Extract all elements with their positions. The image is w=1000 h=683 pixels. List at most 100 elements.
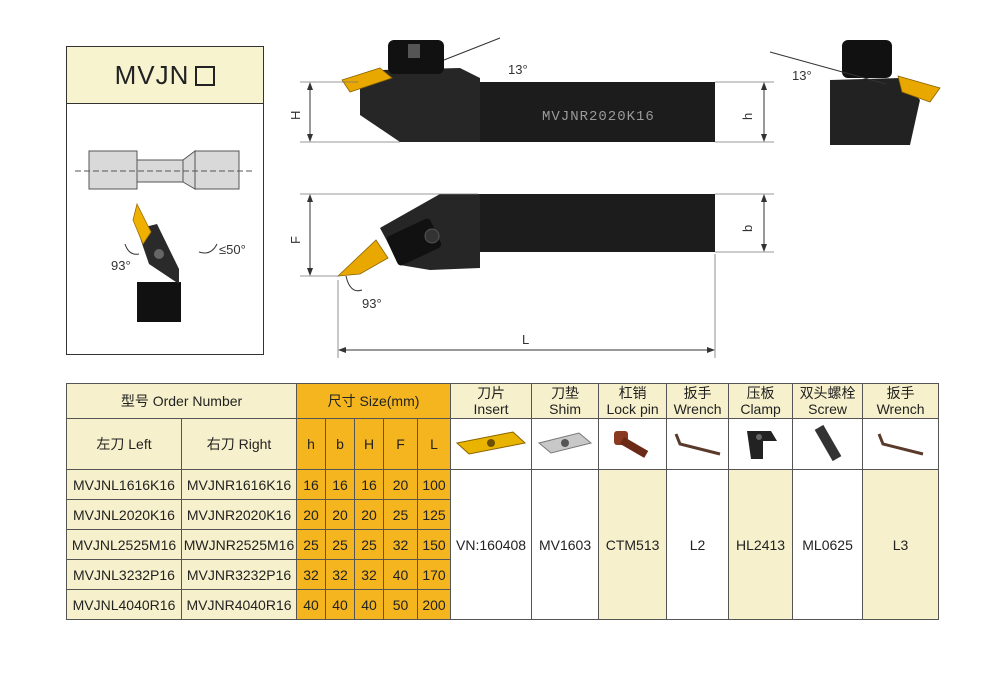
engraved-model-code: MVJNR2020K16: [542, 109, 655, 125]
wrench-icon: [877, 432, 923, 455]
L-cell: 150: [417, 529, 452, 560]
dim-h-arrow-top: [761, 82, 767, 90]
order-number-header: 型号 Order Number: [65, 383, 298, 419]
end-view: 13°: [769, 40, 941, 145]
dim-H-arrow-bottom: [307, 134, 313, 142]
angle-93-label-main: 93°: [362, 296, 382, 311]
H-cell: 25: [354, 529, 385, 560]
clamp-icon: [746, 430, 777, 459]
dim-b-arrow-bottom: [761, 244, 767, 252]
shim-value: MV1603: [531, 469, 600, 620]
b-cell: 20: [325, 499, 356, 530]
F-cell: 20: [383, 469, 419, 500]
side-view: MVJNR2020K16 13° H h: [288, 37, 774, 143]
left-model-cell: MVJNL4040R16: [66, 589, 182, 620]
dim-H-label: H: [288, 111, 303, 120]
screw-icon: [814, 424, 841, 461]
left-model-cell: MVJNL1616K16: [66, 469, 182, 500]
shim-icon: [537, 431, 593, 454]
angle-arc-50: [198, 243, 218, 254]
shim-image-cell: [531, 418, 600, 470]
accessory-en: Insert: [473, 401, 509, 417]
size-header: 尺寸 Size(mm): [296, 383, 452, 419]
tool-drawing: MVJNR2020K16 13° H h 13°: [288, 37, 941, 358]
accessory-cn: 刀片: [477, 385, 506, 401]
angle-93-arc: [345, 275, 363, 292]
dim-F-arrow-top: [307, 194, 313, 202]
dim-H-arrow-top: [307, 82, 313, 90]
col-F-header: F: [383, 418, 419, 470]
h-cell: 25: [296, 529, 327, 560]
left-model-cell: MVJNL2020K16: [66, 499, 182, 530]
wrench-2-image-cell: [862, 418, 940, 470]
L-cell: 125: [417, 499, 452, 530]
right-model-cell: MWJNR2525M16: [180, 529, 298, 560]
left-model-cell: MVJNL3232P16: [66, 559, 182, 590]
accessory-cn: 刀垫: [551, 385, 580, 401]
side-view-head: [360, 68, 480, 142]
h-cell: 20: [296, 499, 327, 530]
angle-50-label: ≤50°: [219, 242, 246, 257]
dim-h-label: h: [740, 113, 755, 120]
lock-pin-image-cell: [598, 418, 668, 470]
F-cell: 50: [383, 589, 419, 620]
h-cell: 40: [296, 589, 327, 620]
accessory-en: Clamp: [740, 401, 781, 417]
col-H-header: H: [354, 418, 385, 470]
accessory-cn: 扳手: [683, 385, 712, 401]
left-model-cell: MVJNL2525M16: [66, 529, 182, 560]
workpiece-left: [88, 150, 138, 190]
side-insert: [132, 202, 152, 245]
insert-image-cell: [450, 418, 533, 470]
end-view-insert: [897, 75, 941, 103]
screw-value: ML0625: [792, 469, 864, 620]
F-cell: 25: [383, 499, 419, 530]
accessory-cn: 杠销: [618, 385, 647, 401]
insert-value: VN:160408: [450, 469, 533, 620]
insert-icon: [455, 430, 527, 455]
angle-line-right: [769, 51, 887, 85]
dim-b-arrow-top: [761, 194, 767, 202]
col-L-header: L: [417, 418, 452, 470]
dim-L-arrow-right: [707, 347, 715, 353]
clamp-image-cell: [728, 418, 794, 470]
angle-arc-93: [124, 243, 140, 255]
right-header: 右刀 Right: [180, 418, 298, 470]
top-view: F b 93° L: [288, 193, 774, 358]
workpiece-right: [194, 150, 240, 190]
wrench-image-cell: [666, 418, 730, 470]
b-cell: 25: [325, 529, 356, 560]
H-cell: 20: [354, 499, 385, 530]
wrench-icon: [674, 432, 720, 455]
L-cell: 170: [417, 559, 452, 590]
left-header: 左刀 Left: [66, 418, 182, 470]
wrench-value: L2: [666, 469, 730, 620]
top-view-screw: [424, 228, 440, 244]
clamp-screw: [408, 44, 420, 58]
angle-line-left: [443, 37, 501, 61]
screw-image-cell: [792, 418, 864, 470]
right-model-cell: MVJNR2020K16: [180, 499, 298, 530]
top-view-insert: [336, 239, 389, 277]
side-view-insert: [341, 67, 393, 93]
accessory-en: Wrench: [876, 401, 925, 417]
accessory-cn: 压板: [746, 385, 775, 401]
side-screw: [154, 249, 164, 259]
angle-13-left-label: 13°: [508, 62, 528, 77]
accessory-cn: 扳手: [886, 385, 915, 401]
accessory-cn: 双头螺栓: [799, 385, 856, 401]
top-view-shank: [480, 194, 715, 252]
H-cell: 32: [354, 559, 385, 590]
H-cell: 16: [354, 469, 385, 500]
dim-F-label: F: [288, 236, 303, 244]
lock-pin-value: CTM513: [598, 469, 668, 620]
L-cell: 200: [417, 589, 452, 620]
accessory-en: Wrench: [673, 401, 722, 417]
right-model-cell: MVJNR4040R16: [180, 589, 298, 620]
col-b-header: b: [325, 418, 356, 470]
end-view-clamp: [842, 40, 892, 78]
